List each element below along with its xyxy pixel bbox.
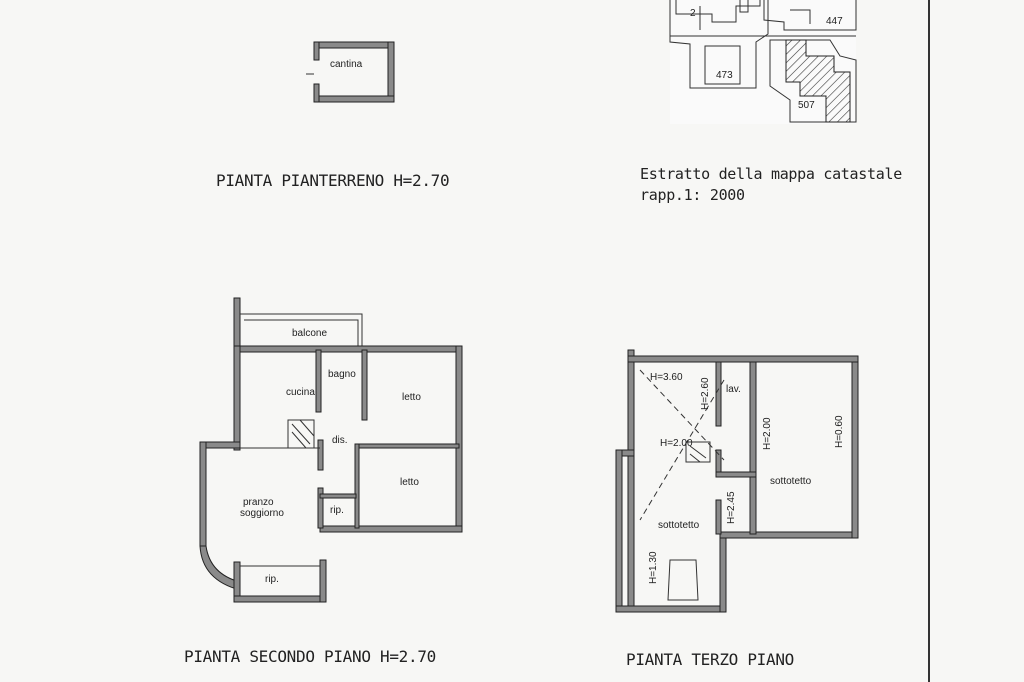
room-cantina: cantina (330, 59, 363, 70)
label-h200-a: H=2.00 (660, 438, 693, 449)
label-h360: H=3.60 (650, 372, 683, 383)
parcel-507: 507 (798, 100, 815, 111)
label-sottotetto-1: sottotetto (770, 476, 812, 487)
room-cucina: cucina (286, 387, 315, 398)
parcel-473: 473 (716, 70, 733, 81)
room-bagno: bagno (328, 369, 356, 380)
caption-cadastral-1: Estratto della mappa catastale (640, 165, 902, 183)
room-rip-1: rip. (330, 505, 344, 516)
room-rip-2: rip. (265, 574, 279, 585)
label-h130: H=1.30 (648, 551, 659, 584)
room-pranzo: pranzo (243, 497, 274, 508)
label-h060: H=0.60 (834, 415, 845, 448)
caption-third-floor: PIANTA TERZO PIANO (626, 650, 794, 669)
parcel-2: 2 (690, 8, 696, 19)
caption-ground-floor: PIANTA PIANTERRENO H=2.70 (216, 171, 450, 190)
parcel-447: 447 (826, 16, 843, 27)
caption-cadastral-2: rapp.1: 2000 (640, 186, 745, 204)
room-letto-1: letto (402, 392, 421, 403)
room-balcone: balcone (292, 328, 327, 339)
second-floor-plan: cucina bagno letto letto dis. pranzo sog… (199, 297, 463, 603)
caption-second-floor: PIANTA SECONDO PIANO H=2.70 (184, 647, 436, 666)
label-sottotetto-2: sottotetto (658, 520, 700, 531)
room-letto-2: letto (400, 477, 419, 488)
label-lav: lav. (726, 384, 741, 395)
ground-floor-plan: cantina (306, 41, 395, 103)
third-floor-plan: H=3.60 H=2.60 lav. H=2.00 H=2.00 H=0.60 … (615, 349, 859, 613)
sheet-border (928, 0, 930, 682)
room-dis: dis. (332, 435, 348, 446)
label-h245: H=2.45 (726, 491, 737, 524)
room-soggiorno: soggiorno (240, 508, 284, 519)
cadastral-map: 447 473 507 2 (669, 0, 857, 124)
label-h200-b: H=2.00 (762, 417, 773, 450)
label-h260: H=2.60 (700, 377, 711, 410)
